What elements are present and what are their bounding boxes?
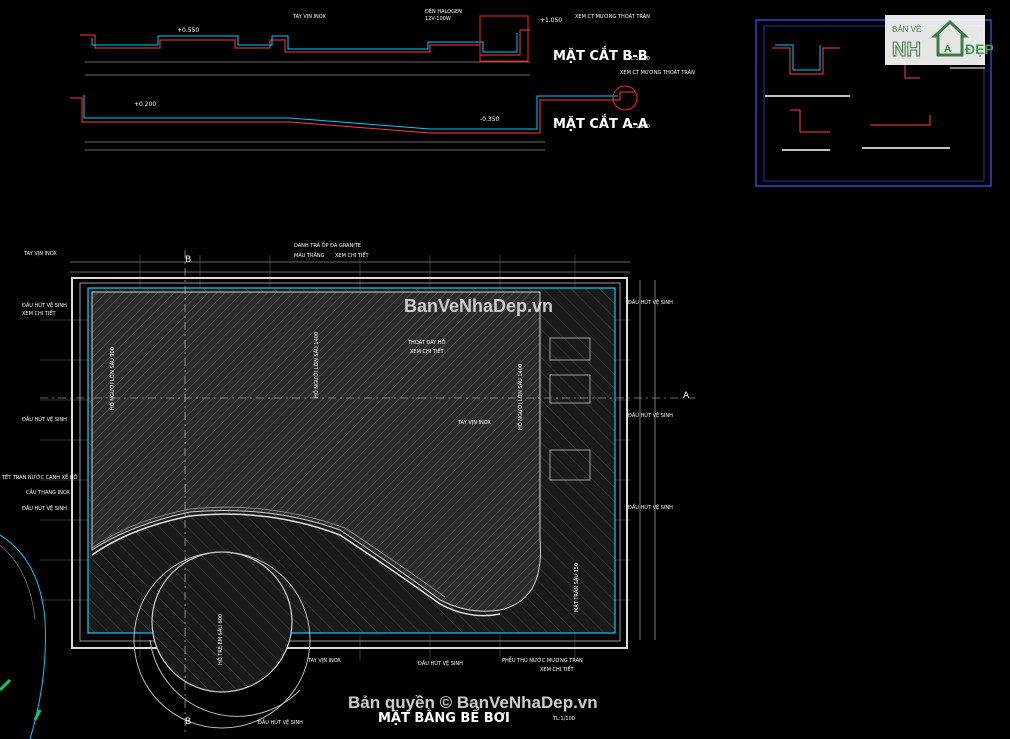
label-depth-1: HỒ NGƯỜI LỚN SÂU 900 — [107, 347, 116, 410]
label-detail-top: XEM CHI TIẾT — [335, 251, 369, 259]
bb-halogen-2: 12V-100W — [425, 16, 451, 22]
aa-overflow-label: XEM CT MƯƠNG THOÁT TRÀN — [620, 69, 695, 76]
marker-b-top: B — [185, 255, 191, 265]
label-right-2: ĐẦU HÚT VỆ SINH — [628, 411, 673, 419]
logo-a: A — [944, 44, 951, 55]
section-aa: +0.200 -0.350 XEM CT MƯƠNG THOÁT TRÀN MẶ… — [70, 69, 695, 151]
label-right-1: ĐẦU HÚT VỆ SINH — [628, 298, 673, 306]
label-depth-3: HỒ NGƯỜI LỚN SÂU 1400 — [515, 364, 524, 430]
label-railing-mid: TAY VỊN INOX — [457, 420, 491, 426]
label-suction-3: ĐẦU HÚT VỆ SINH — [22, 504, 67, 512]
logo-dep: ĐẸP — [965, 41, 994, 57]
aa-scale: TL:1/100 — [627, 124, 650, 130]
label-drain-2: XEM CHI TIẾT — [410, 347, 444, 355]
bb-overflow-label: XEM CT MƯƠNG THOÁT TRÀN — [575, 13, 650, 20]
label-funnel-1: PHỄU THU NƯỚC MƯƠNG TRÀN — [502, 656, 583, 664]
bb-halogen-1: ĐÈN HALOGEN — [425, 7, 462, 15]
label-right-3: ĐẦU HÚT VỆ SINH — [628, 503, 673, 511]
label-suction-bottom2: ĐẦU HÚT VỆ SINH — [258, 718, 303, 726]
label-depth-2: HỒ NGƯỜI LỚN SÂU 1400 — [311, 332, 320, 398]
logo-top: BẢN VẼ — [892, 25, 921, 34]
label-granite-1: DANH TRÀ ỐP ĐÁ GRANITE — [294, 241, 361, 249]
logo-nh: NH — [892, 39, 921, 61]
marker-b-bottom: B — [185, 717, 191, 727]
marker-a: A — [683, 391, 690, 401]
bb-level-1: +0.550 — [177, 27, 199, 34]
label-suction-bottom: ĐẦU HÚT VỆ SINH — [418, 659, 463, 667]
aa-level-2: -0.350 — [480, 116, 500, 123]
label-drain-1: THOÁT ĐÁY HỒ — [407, 337, 446, 346]
label-depth-5: HỒ TRẺ EM SÂU 600 — [215, 614, 224, 665]
label-depth-4: MẶT TRẦN SÂU 150 — [572, 563, 580, 612]
section-bb: +0.550 +1.050 TAY VỊN INOX ĐÈN HALOGEN 1… — [80, 7, 650, 76]
label-railing-top: TAY VỊN INOX — [23, 251, 57, 257]
plan-scale: TL:1/100 — [552, 716, 575, 722]
aa-title: MẶT CẮT A-A — [553, 115, 648, 132]
watermark-site: BanVeNhaDep.vn — [404, 296, 553, 316]
label-suction-2: ĐẦU HÚT VỆ SINH — [22, 415, 67, 423]
label-detail-left: XEM CHI TIẾT — [22, 309, 56, 317]
bb-level-2: +1.050 — [540, 17, 562, 24]
label-ladder: CẦU THANG INOX — [26, 488, 70, 496]
site-logo: BẢN VẼ NH A ĐẸP — [885, 15, 994, 65]
bb-railing-label: TAY VỊN INOX — [292, 14, 326, 20]
bb-scale: TL:1/100 — [627, 56, 650, 62]
plan-title: MẶT BẰNG BỂ BƠI — [378, 708, 510, 726]
label-overflow-left: TẾT TRÀN NƯỚC CẠNH XẾ HỒ — [1, 472, 78, 481]
label-railing-bottom: TAY VỊN INOX — [307, 658, 341, 664]
watermark-copyright: Bản quyền © BanVeNhaDep.vn — [348, 693, 598, 712]
label-suction-1: ĐẦU HÚT VỆ SINH — [22, 301, 67, 309]
aa-level-1: +0.200 — [134, 101, 156, 108]
pool-plan: B B A TAY VỊN INOX DANH TRÀ ỐP ĐÁ GRANIT… — [0, 241, 695, 739]
label-granite-2: MÀU TRẮNG — [294, 251, 325, 259]
label-funnel-2: XEM CHI TIẾT — [540, 665, 574, 673]
bb-title: MẶT CẮT B-B — [553, 47, 648, 64]
